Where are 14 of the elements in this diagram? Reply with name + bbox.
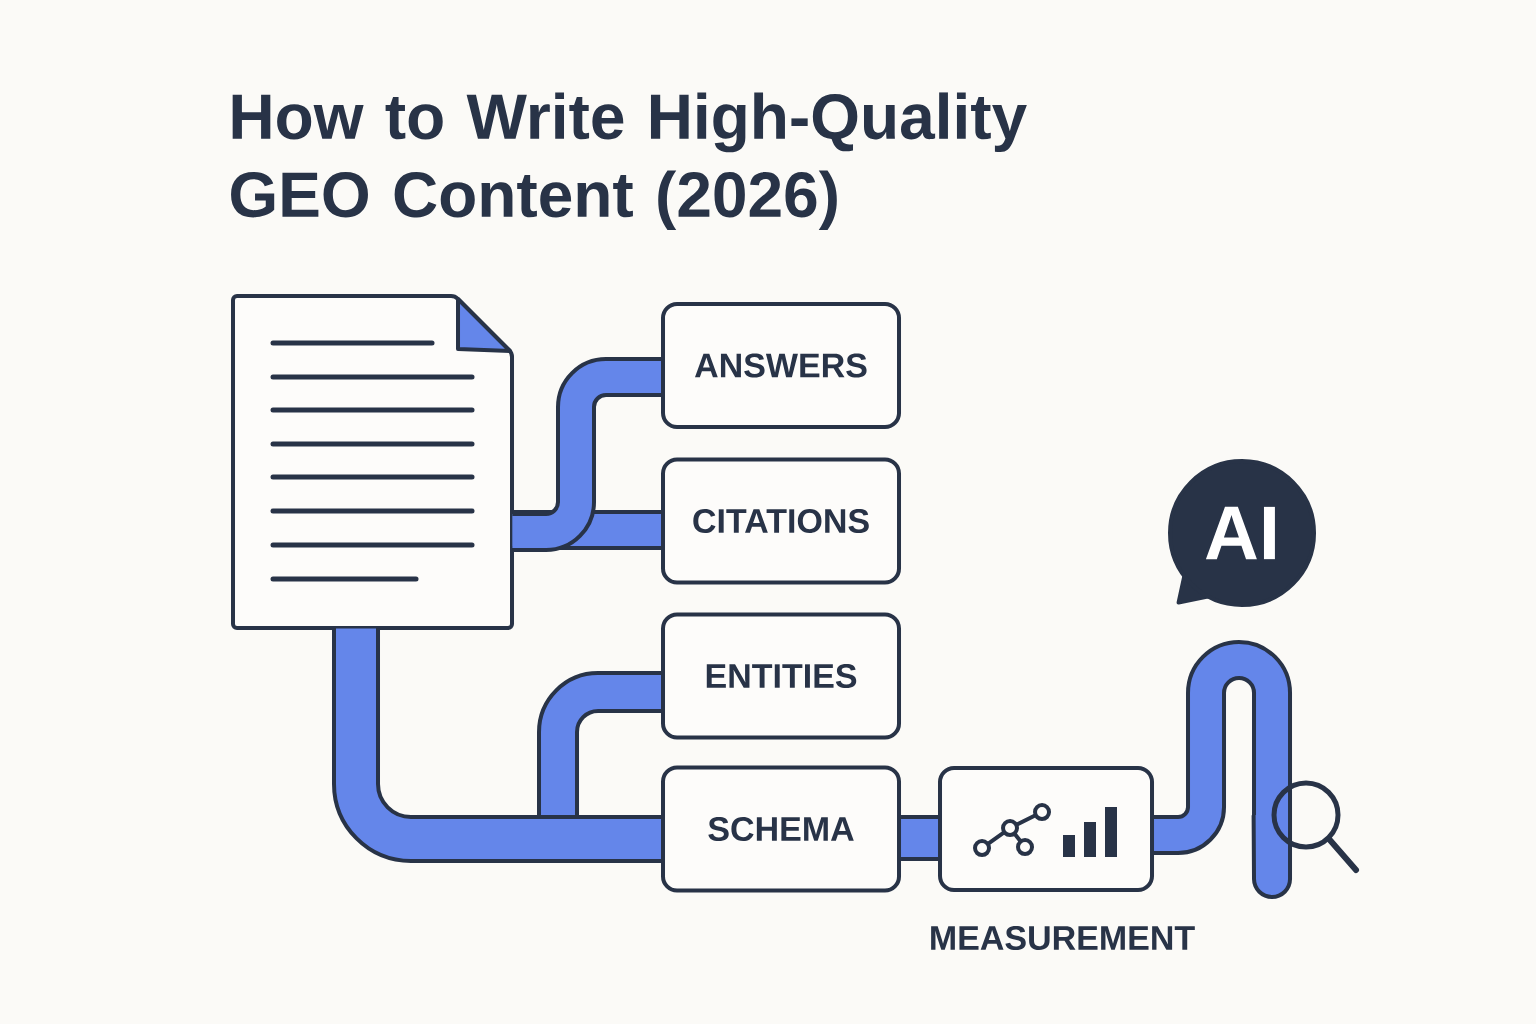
label-box: CITATIONS [661,457,901,585]
label-box: ENTITIES [661,612,901,740]
box-label: MEASUREMENT [931,925,1195,951]
pipe [1154,640,1292,899]
pipe [901,815,938,861]
magnifier-icon [1271,780,1359,873]
document [231,294,514,630]
title: How to Write High-Quality GEO Content (2026) [231,92,1027,231]
label-box: ANSWERS [661,302,901,429]
pipe [332,628,661,863]
pipe [512,357,661,552]
label-box: SCHEMA [661,765,901,893]
pipe [512,510,661,550]
speech-bubble: AI [1168,459,1316,607]
